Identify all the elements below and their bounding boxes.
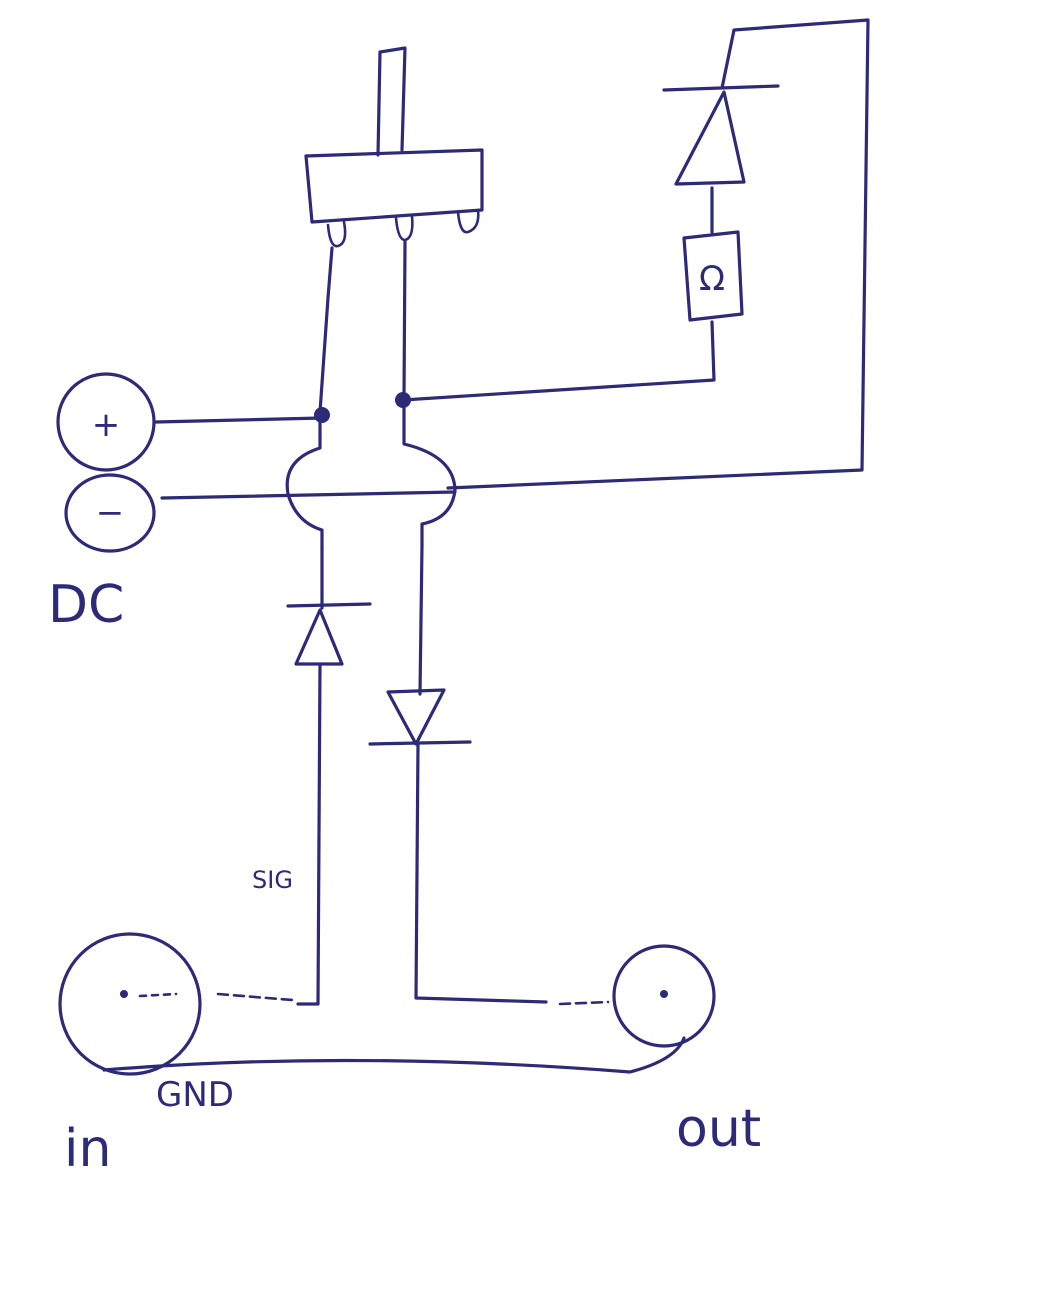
plus-symbol: + [92,405,121,445]
input-jack-dash [138,992,178,998]
minus-terminal-circle [64,473,156,553]
relay-switch [304,46,484,248]
relay-body [304,148,484,224]
right-diode [368,688,472,746]
output-jack-center [660,990,668,998]
wire-minus [160,490,457,500]
output-jack [612,944,716,1048]
wire-plus [154,416,324,424]
out-label: out [676,1099,761,1159]
top-diode [662,84,780,186]
left-diode-triangle [294,608,344,666]
relay-shaft [376,46,407,157]
resistor-box [682,230,744,322]
minus-symbol: − [96,493,125,533]
input-jack-center [120,990,128,998]
gnd-label: GND [156,1075,234,1115]
top-diode-triangle [674,90,746,186]
junction-plus [314,407,330,423]
resistor: Ω [682,230,744,322]
output-jack-circle [612,944,716,1048]
wire-gnd [102,1036,686,1074]
left-diode [286,602,372,666]
sig-dash [216,992,294,1002]
in-label: in [64,1119,111,1179]
wire-out [414,742,548,1004]
relay-pin-middle [394,214,414,242]
relay-pin-left [326,220,347,248]
wire-middle-lead [402,240,407,400]
sig-label: SIG [252,866,293,894]
wire-top-loop [446,18,870,490]
wire-right-to-diode [418,543,424,696]
left-diode-bar [286,602,372,608]
wire-left-lead [318,246,334,414]
wire-left-bridge [285,416,324,550]
dc-minus-terminal: − [64,473,156,553]
wire-sig [296,662,322,1006]
input-jack [58,932,202,1076]
input-jack-circle [58,932,202,1076]
dc-label: DC [48,575,124,635]
right-diode-triangle [386,688,446,746]
dc-plus-terminal: + [56,372,156,472]
relay-pin-right [456,208,480,234]
plus-terminal-circle [56,372,156,472]
wire-right-bridge [402,398,457,547]
ohm-symbol: Ω [699,259,725,299]
right-diode-bar [368,740,472,746]
wire-to-resistor [401,320,716,402]
out-dash [558,1000,610,1006]
